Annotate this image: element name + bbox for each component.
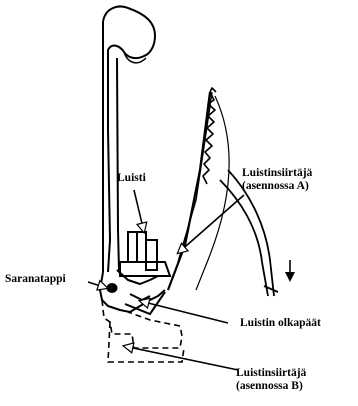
label-luistin-olkapaat: Luistin olkapäät — [240, 317, 321, 330]
label-luistin-olkapaat-text: Luistin olkapäät — [240, 317, 321, 330]
slider-luisti — [120, 232, 170, 276]
label-luistinsiirtaja-b-line2: (asennossa B) — [236, 380, 306, 393]
leader-lines — [88, 190, 244, 370]
label-luistinsiirtaja-a: Luistinsiirtäjä (asennossa A) — [242, 167, 312, 193]
leader-saranatappi — [88, 282, 107, 288]
label-luistinsiirtaja-b-line1: Luistinsiirtäjä — [236, 367, 306, 380]
label-luisti: Luisti — [117, 172, 146, 185]
label-luisti-text: Luisti — [117, 172, 146, 185]
slider-mover-position-a — [168, 88, 216, 290]
leader-luistin-olkapaat — [140, 301, 228, 323]
leader-luistinsiirtaja-b — [124, 346, 238, 370]
label-saranatappi: Saranatappi — [5, 273, 66, 286]
label-saranatappi-text: Saranatappi — [5, 273, 66, 286]
label-luistinsiirtaja-b: Luistinsiirtäjä (asennossa B) — [236, 367, 306, 393]
label-luistinsiirtaja-a-line2: (asennossa A) — [242, 180, 312, 193]
leader-luisti — [134, 190, 144, 232]
label-luistinsiirtaja-a-line1: Luistinsiirtäjä — [242, 167, 312, 180]
leader-luistinsiirtaja-a — [178, 195, 244, 253]
hinge-pin — [107, 283, 118, 293]
